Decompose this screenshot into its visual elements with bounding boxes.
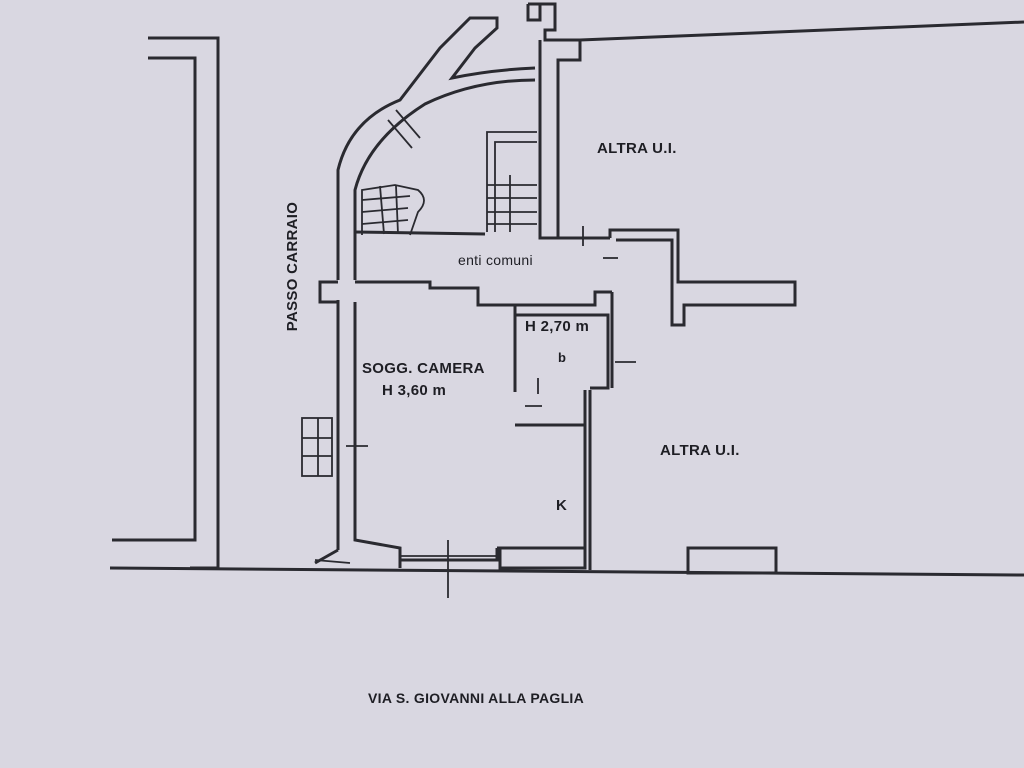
street-niche	[686, 546, 778, 575]
room-height-label: H 3,60 m	[382, 382, 447, 399]
altra-ui-right-label: ALTRA U.I.	[660, 442, 740, 459]
room-name-label: SOGG. CAMERA	[362, 360, 485, 377]
street-name-label: VIA S. GIOVANNI ALLA PAGLIA	[368, 690, 585, 706]
passo-carraio-outline	[112, 36, 220, 570]
passo-carraio-label: PASSO CARRAIO	[284, 201, 302, 332]
kitchen-letter-label: K	[556, 497, 568, 514]
soggiorno-camera-room	[301, 300, 587, 598]
straight-stair	[486, 131, 537, 232]
curved-stair-corridor	[336, 16, 536, 280]
central-wall	[526, 2, 1024, 240]
enti-comuni-label: enti comuni	[458, 252, 533, 268]
bathroom-letter-label: b	[558, 350, 567, 365]
kitchen-partition	[515, 390, 592, 570]
bathroom	[513, 292, 636, 407]
bathroom-height-label: H 2,70 m	[525, 318, 590, 335]
street-line	[109, 566, 1024, 577]
altra-ui-top-label: ALTRA U.I.	[597, 140, 677, 157]
